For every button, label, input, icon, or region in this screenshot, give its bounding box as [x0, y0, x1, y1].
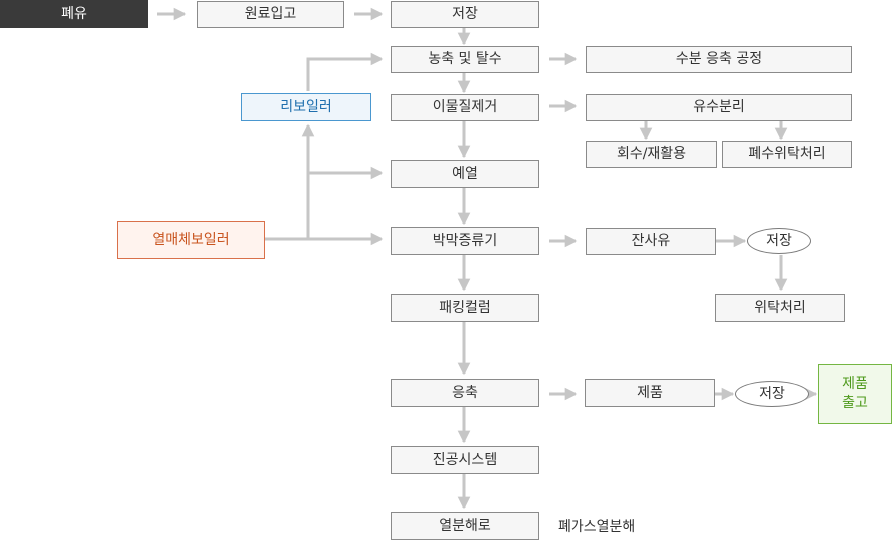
node-moisture-concentration: 수분 응축 공정 [586, 46, 852, 73]
node-storage: 저장 [391, 1, 539, 28]
node-consignment-treatment: 위탁처리 [715, 294, 845, 322]
node-preheating: 예열 [391, 160, 539, 188]
node-reboiler: 리보일러 [241, 93, 371, 121]
node-packing-column: 패킹컬럼 [391, 294, 539, 322]
node-product-shipping: 제품 출고 [818, 364, 892, 424]
node-product: 제품 [585, 379, 715, 407]
node-thermal-medium-boiler: 열매체보일러 [117, 221, 265, 259]
product-shipping-line2: 출고 [842, 395, 868, 411]
label-waste-gas-pyrolysis: 폐가스열분해 [558, 519, 636, 535]
node-storage-residual: 저장 [747, 228, 811, 254]
node-vacuum-system: 진공시스템 [391, 446, 539, 474]
line-boiler-trunk [264, 125, 310, 241]
node-wastewater-outsourcing: 폐수위탁처리 [722, 141, 852, 168]
node-thin-film-distillation: 박막증류기 [391, 227, 539, 255]
node-oil-water-separation: 유수분리 [586, 94, 852, 121]
node-recovery-recycling: 회수/재활용 [586, 141, 717, 168]
node-waste-oil: 폐유 [0, 0, 148, 28]
node-pyrolysis: 열분해로 [391, 512, 539, 540]
product-shipping-line1: 제품 [842, 376, 868, 393]
node-impurity-removal: 이물질제거 [391, 94, 539, 121]
node-concentration-dehydration: 농축 및 탈수 [391, 46, 539, 73]
arrow-reboiler-to-concentration [306, 52, 384, 91]
node-storage-product: 저장 [735, 381, 809, 407]
node-condensation: 응축 [391, 379, 539, 407]
node-residual-oil: 잔사유 [586, 228, 716, 255]
node-raw-input: 원료입고 [197, 1, 344, 28]
